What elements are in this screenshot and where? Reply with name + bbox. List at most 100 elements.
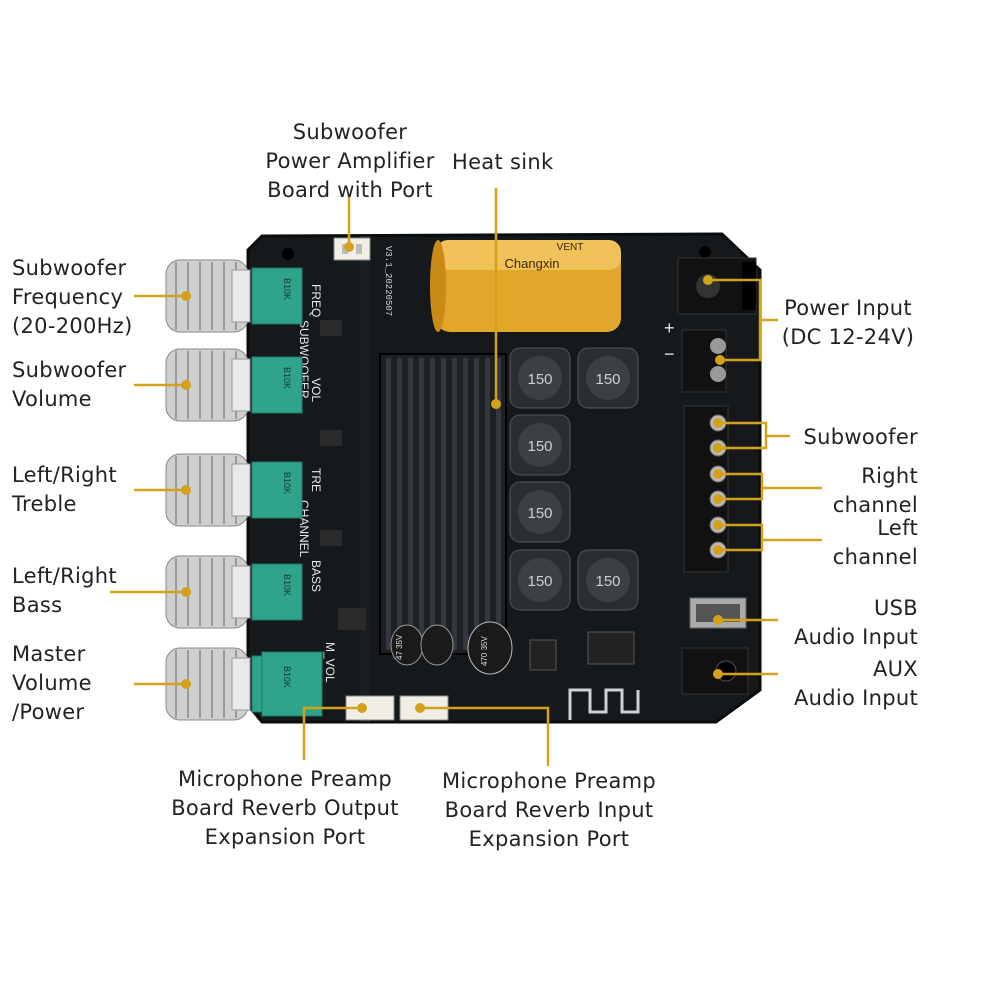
- label-line: Expansion Port: [204, 825, 366, 849]
- label-master-volume: Master Volume /Power: [12, 640, 92, 727]
- potentiometer-body: [251, 356, 303, 414]
- inductor-core: [518, 558, 562, 602]
- label-line: /Power: [12, 700, 85, 724]
- label-line: Microphone Preamp: [177, 767, 393, 791]
- inductor: 150: [509, 549, 571, 611]
- inductor-label: 150: [527, 371, 552, 388]
- potentiometer-value: B10K: [282, 472, 292, 494]
- heat-sink-fin: [496, 358, 501, 650]
- small-cap-label-1: 47 35V: [395, 634, 404, 660]
- silk-vol: VOL: [309, 378, 323, 402]
- label-line: channel: [832, 545, 918, 569]
- inductor: 150: [509, 414, 571, 476]
- label-subwoofer-power-board: Subwoofer Power Amplifier Board with Por…: [250, 118, 450, 205]
- label-right-channel: Right channel: [833, 462, 918, 520]
- knob-shaft: [231, 269, 251, 323]
- inductor-core: [518, 356, 562, 400]
- silk-freq: FREQ: [309, 284, 323, 317]
- label-line: Expansion Port: [468, 827, 630, 851]
- potentiometer-knob: B10K: [165, 259, 303, 333]
- label-line: Subwoofer: [12, 256, 127, 280]
- inductor-label: 150: [527, 573, 552, 590]
- small-capacitor-group: 47 35V 470 35V: [390, 621, 513, 675]
- label-line: channel: [832, 493, 918, 517]
- leader-dot: [713, 615, 723, 625]
- label-left-channel: Left channel: [833, 514, 918, 572]
- leader-dot: [181, 679, 191, 689]
- label-line: Master: [12, 642, 86, 666]
- leader-dot: [715, 355, 725, 365]
- label-line: Subwoofer: [12, 358, 127, 382]
- label-mic-input-port: Microphone Preamp Board Reverb Input Exp…: [424, 767, 674, 854]
- heat-sink-fin: [430, 358, 435, 650]
- label-line: (DC 12-24V): [781, 325, 915, 349]
- inductor-core: [586, 356, 630, 400]
- label-line: Power Amplifier: [265, 149, 435, 173]
- leader-dot: [181, 485, 191, 495]
- potentiometer-body: [251, 563, 303, 621]
- potentiometer-body: [251, 267, 303, 325]
- leader-dot: [181, 587, 191, 597]
- inductor-label: 150: [595, 573, 620, 590]
- label-line: Audio Input: [793, 625, 918, 649]
- potentiometer-value: B10K: [282, 278, 292, 300]
- leader-dot: [357, 703, 367, 713]
- label-line: USB: [873, 596, 918, 620]
- leader-dot: [713, 520, 723, 530]
- label-usb-input: USB Audio Input: [794, 594, 918, 652]
- leader-dot: [181, 291, 191, 301]
- inductor-core: [518, 490, 562, 534]
- label-subwoofer-output: Subwoofer: [804, 423, 919, 452]
- leader-dot: [713, 469, 723, 479]
- label-line: Subwoofer: [803, 425, 918, 449]
- heat-sink-fin: [485, 358, 490, 650]
- label-line: Treble: [12, 492, 77, 516]
- cap-brand-text: Changxin: [505, 256, 560, 271]
- usb-port: [689, 597, 747, 629]
- inductor-core: [518, 423, 562, 467]
- label-line: Volume: [12, 387, 92, 411]
- label-line: Left: [877, 516, 918, 540]
- inductor: 150: [577, 347, 639, 409]
- leader-dots: [181, 242, 725, 713]
- cap-vent-text: VENT: [557, 242, 584, 253]
- leader-dot: [703, 275, 713, 285]
- leader-dot: [415, 703, 425, 713]
- label-mic-output-port: Microphone Preamp Board Reverb Output Ex…: [160, 765, 410, 852]
- leader-dot: [713, 545, 723, 555]
- label-line: AUX: [872, 657, 918, 681]
- ic-chips: [320, 320, 635, 671]
- label-line: Microphone Preamp: [441, 769, 657, 793]
- label-line: Board with Port: [267, 178, 433, 202]
- inductor: 150: [509, 347, 571, 409]
- power-jack: [677, 257, 757, 315]
- label-line: Board Reverb Output: [171, 796, 399, 820]
- silk-bass: BASS: [309, 560, 323, 592]
- label-line: Heat sink: [452, 150, 554, 174]
- label-subwoofer-frequency: Subwoofer Frequency (20-200Hz): [12, 254, 133, 341]
- label-bass: Left/Right Bass: [12, 562, 117, 620]
- antenna-trace: [568, 688, 640, 720]
- silk-plus: +: [664, 318, 675, 338]
- heat-sink-fin: [474, 358, 479, 650]
- potentiometer-value: B10K: [282, 367, 292, 389]
- leader-dot: [181, 380, 191, 390]
- label-line: Bass: [12, 593, 63, 617]
- silk-tre: TRE: [309, 468, 323, 492]
- label-subwoofer-volume: Subwoofer Volume: [12, 356, 127, 414]
- potentiometer-body: [251, 461, 303, 519]
- small-cap-label-2: 470 35V: [480, 636, 489, 666]
- label-line: Frequency: [12, 285, 124, 309]
- inductor: 150: [577, 549, 639, 611]
- potentiometer-knob: B10K: [165, 453, 303, 527]
- label-line: Left/Right: [12, 564, 117, 588]
- leader-dot: [713, 418, 723, 428]
- board-version-text: V3.1_20220507: [383, 246, 393, 316]
- mic-out-connector: [345, 695, 395, 721]
- silk-minus: −: [664, 344, 675, 364]
- label-line: Board Reverb Input: [444, 798, 654, 822]
- label-line: Left/Right: [12, 463, 117, 487]
- label-line: Subwoofer: [292, 120, 408, 144]
